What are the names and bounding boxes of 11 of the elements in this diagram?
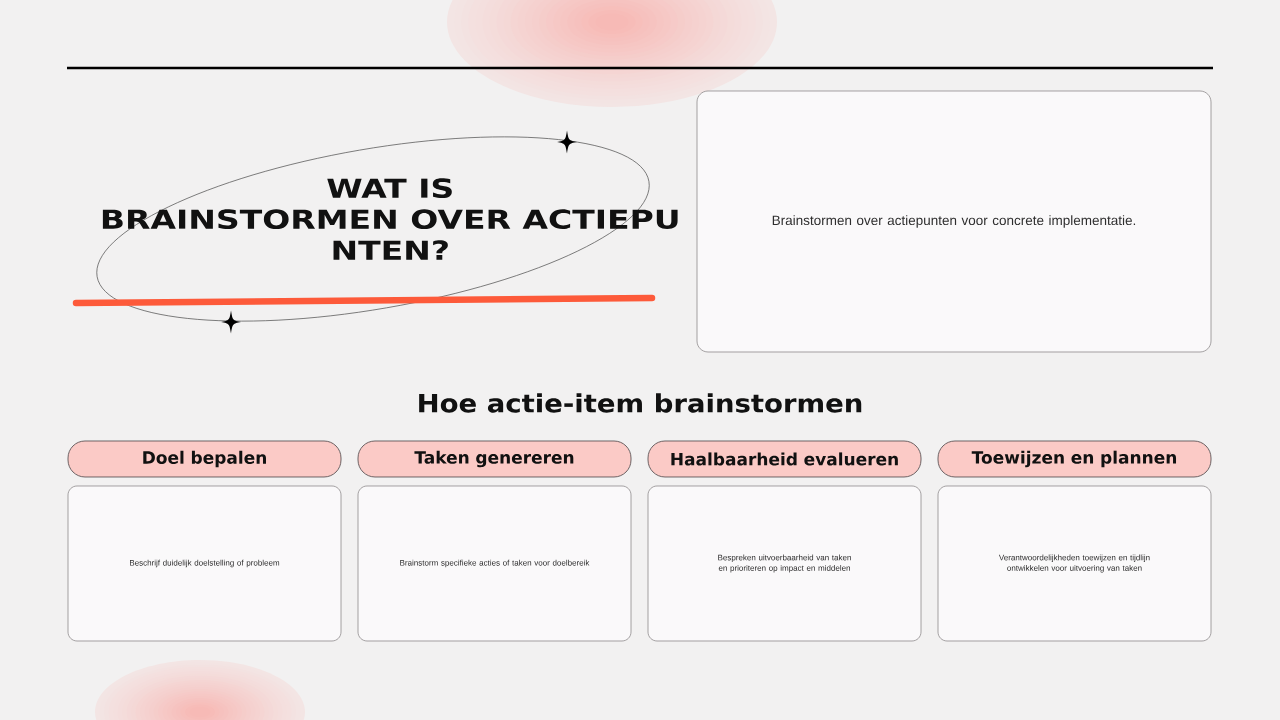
- text-box: Beschrijf duidelijk doelstelling of probleem: [67, 485, 342, 642]
- header-pill: Doel bepalen: [67, 440, 342, 478]
- text-box: Verantwoordelijkheden toewijzen en tijdlijn ontwikkelen voor uitvoering van taken: [937, 485, 1212, 642]
- header-pill: Toewijzen en plannen: [937, 440, 1212, 478]
- section-heading: Hoe actie-item brainstormen: [419, 393, 862, 413]
- header-pill: Haalbaarheid evalueren: [647, 440, 922, 478]
- text-box: Brainstormen over actiepunten voor concrete implementatie.: [696, 90, 1212, 353]
- header-pill: Taken genereren: [357, 440, 632, 478]
- text-box: Bespreken uitvoerbaarheid van taken en prioriteren op impact en middelen: [647, 485, 922, 642]
- heading: WAT IS BRAINSTORMEN OVER ACTIEPU NTEN?: [102, 178, 678, 260]
- text-box: Brainstorm specifieke acties of taken voor doelbereik: [357, 485, 632, 642]
